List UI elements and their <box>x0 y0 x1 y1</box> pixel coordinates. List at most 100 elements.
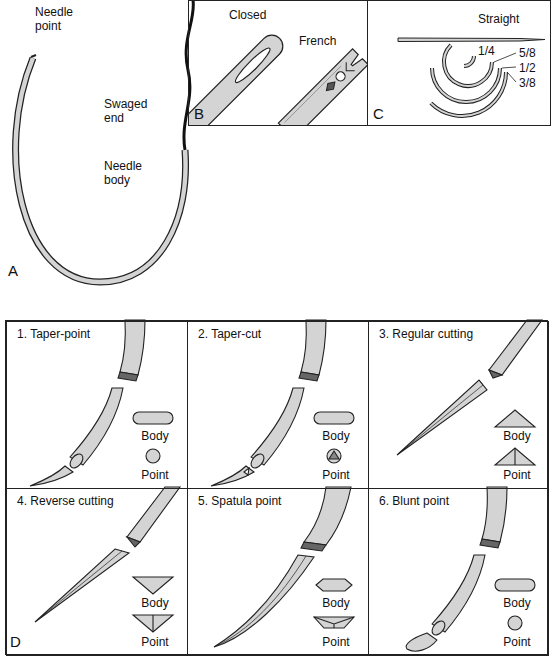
needle-art-part <box>211 466 254 486</box>
needle-art-part <box>133 412 173 424</box>
needle-art-part <box>495 579 535 591</box>
needle-art-part <box>432 68 500 102</box>
needle-art-part <box>127 537 140 547</box>
point-type-cell: 2. Taper-cutBodyPoint <box>187 321 369 489</box>
taper-point-needle <box>30 320 173 486</box>
cell-title: 2. Taper-cut <box>198 328 261 342</box>
needle-art-part <box>464 56 474 66</box>
needle-art-part <box>329 451 339 459</box>
panel-letter: A <box>8 262 18 279</box>
needle-art-part <box>397 380 487 455</box>
section-label: Point <box>503 636 530 650</box>
point-type-cell: 4. Reverse cuttingBodyPoint <box>6 488 188 656</box>
curvature-panel: Straight1/45/81/23/8C <box>367 0 551 126</box>
section-label: Body <box>141 430 168 444</box>
needle-art-part <box>431 72 506 116</box>
section-label: Point <box>503 469 530 483</box>
cutting-needle <box>397 320 542 465</box>
point-type-cell: 6. Blunt pointBodyPoint <box>368 488 549 656</box>
needle-art-part <box>278 49 367 125</box>
needle-art-part <box>406 633 437 651</box>
section-label: Body <box>503 597 530 611</box>
eye-label: French <box>299 35 336 49</box>
needle-art-part <box>233 45 273 85</box>
needle-art-part <box>189 31 287 125</box>
needle-art-part <box>146 449 160 463</box>
needle-art-part <box>431 72 506 116</box>
needle-art-part <box>432 68 500 102</box>
needle-art-part <box>316 579 352 591</box>
needle-art-part <box>120 320 145 375</box>
part-label: Swaged end <box>104 98 160 126</box>
needle-art-part <box>301 320 326 375</box>
fraction-label: 1/2 <box>519 62 536 76</box>
cell-title: 4. Reverse cutting <box>17 495 114 509</box>
eye-label: Closed <box>229 9 266 23</box>
needle-curvatures <box>398 38 545 116</box>
needle-art-part <box>133 577 173 594</box>
point-type-cell: 1. Taper-pointBodyPoint <box>6 321 188 489</box>
section-label: Point <box>141 636 168 650</box>
reverse-cutting-needle <box>35 487 180 632</box>
needle-art-part <box>495 448 535 465</box>
point-panel: D1. Taper-pointBodyPoint2. Taper-cutBody… <box>5 320 548 655</box>
needle-art-part <box>397 380 483 455</box>
needle-art-part <box>431 45 516 116</box>
needle-art-part <box>251 388 304 465</box>
fraction-label: 3/8 <box>519 77 536 91</box>
needle-art-part <box>244 468 249 475</box>
needle-art-part <box>189 31 287 125</box>
part-label: Needle point <box>35 6 87 34</box>
needle-art-part <box>314 617 354 628</box>
cell-title: 1. Taper-point <box>17 328 90 342</box>
needle-art-part <box>278 49 367 125</box>
cell-title: 5. Spatula point <box>198 495 281 509</box>
needle-art-part <box>432 555 485 632</box>
needle-art-part <box>314 412 354 424</box>
needle-art-part <box>16 58 186 282</box>
needle-art-part <box>70 388 123 465</box>
needle-art-part <box>508 73 516 82</box>
panel-letter: C <box>373 105 384 122</box>
panel-letter: B <box>194 105 204 122</box>
needle-art-part <box>489 320 542 375</box>
needle-art-part <box>35 549 129 622</box>
needle-art-part <box>430 619 448 638</box>
eye-panel: ClosedFrenchB <box>188 0 368 126</box>
needle-art-part <box>304 487 351 545</box>
needle-art-part <box>152 615 153 632</box>
needle-art-part <box>214 556 306 647</box>
section-label: Body <box>322 597 349 611</box>
needle-art-part <box>30 466 73 486</box>
needle-art-part <box>249 452 267 471</box>
needle-art-part <box>489 370 502 378</box>
needle-art-part <box>495 410 535 427</box>
needle-art-part <box>514 448 515 465</box>
point-type-cell: 5. Spatula pointBodyPoint <box>187 488 369 656</box>
needle-art-part <box>299 372 319 381</box>
needle-eyes <box>189 31 367 125</box>
taper-cut-needle <box>211 320 354 486</box>
needle-art-part <box>285 66 342 123</box>
fraction-label: 5/8 <box>519 47 536 61</box>
cell-title: 6. Blunt point <box>379 495 449 509</box>
needle-art-part <box>480 539 500 548</box>
section-label: Point <box>322 469 349 483</box>
needle-art-part <box>35 551 122 622</box>
needle-art-part <box>301 542 326 551</box>
needle-art-part <box>31 55 36 57</box>
blunt-needle <box>406 487 535 651</box>
section-label: Body <box>503 430 530 444</box>
needle-art-part <box>494 53 516 62</box>
panel-letter: D <box>10 633 21 650</box>
needle-art-part <box>68 452 86 471</box>
needle-art-part <box>214 555 314 647</box>
spatula-needle <box>214 487 354 647</box>
needle-art-part <box>334 70 347 83</box>
section-label: Body <box>322 430 349 444</box>
needle-art-part <box>118 372 138 381</box>
fraction-label: 1/4 <box>478 45 495 59</box>
needle-art-part <box>16 58 186 282</box>
section-label: Body <box>141 597 168 611</box>
